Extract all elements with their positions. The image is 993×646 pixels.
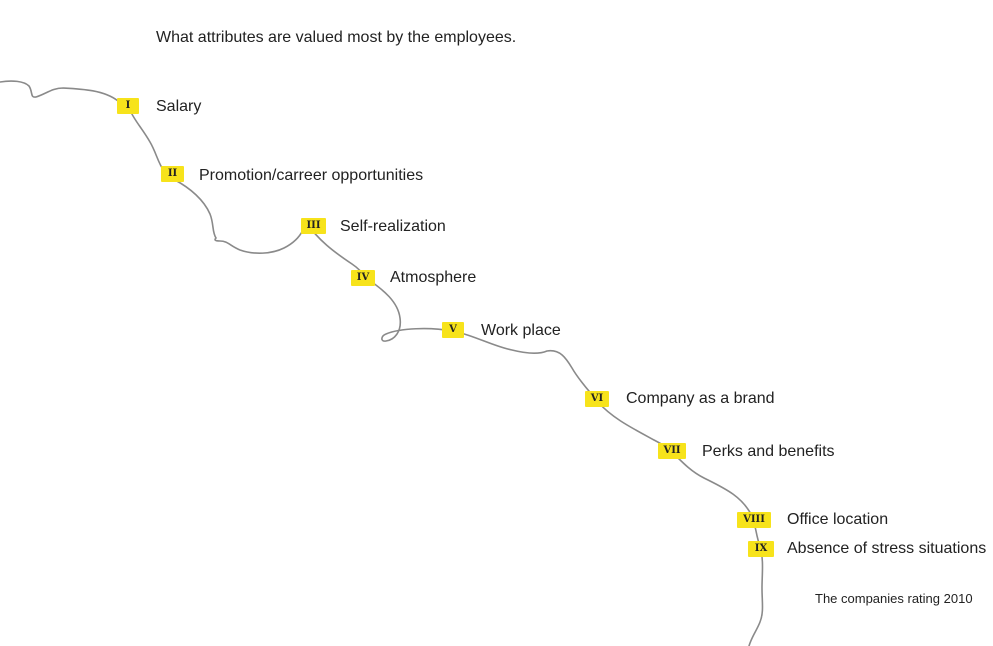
rank-badge: IV: [351, 270, 375, 286]
rank-badge: VIII: [737, 512, 771, 528]
rank-label: Company as a brand: [626, 390, 775, 407]
rank-label: Absence of stress situations: [787, 540, 987, 557]
rank-badge: V: [442, 322, 464, 338]
rank-label: Promotion/carreer opportunities: [199, 167, 424, 184]
rank-badge: I: [117, 98, 139, 114]
rank-label: Office location: [787, 511, 889, 528]
ranking-curve-path: [0, 80, 764, 646]
rank-label: Perks and benefits: [702, 443, 835, 460]
source-footnote: The companies rating 2010: [815, 591, 973, 606]
rank-badge: VI: [585, 391, 609, 407]
rank-badge: VII: [658, 443, 686, 459]
rank-badge: II: [161, 166, 184, 182]
rank-badge: III: [301, 218, 326, 234]
rank-label: Salary: [156, 98, 202, 115]
rank-label: Self-realization: [340, 218, 446, 235]
diagram-title: What attributes are valued most by the e…: [156, 29, 517, 46]
rank-label: Atmosphere: [390, 269, 477, 286]
rank-label: Work place: [481, 322, 561, 339]
rank-badge: IX: [748, 541, 774, 557]
